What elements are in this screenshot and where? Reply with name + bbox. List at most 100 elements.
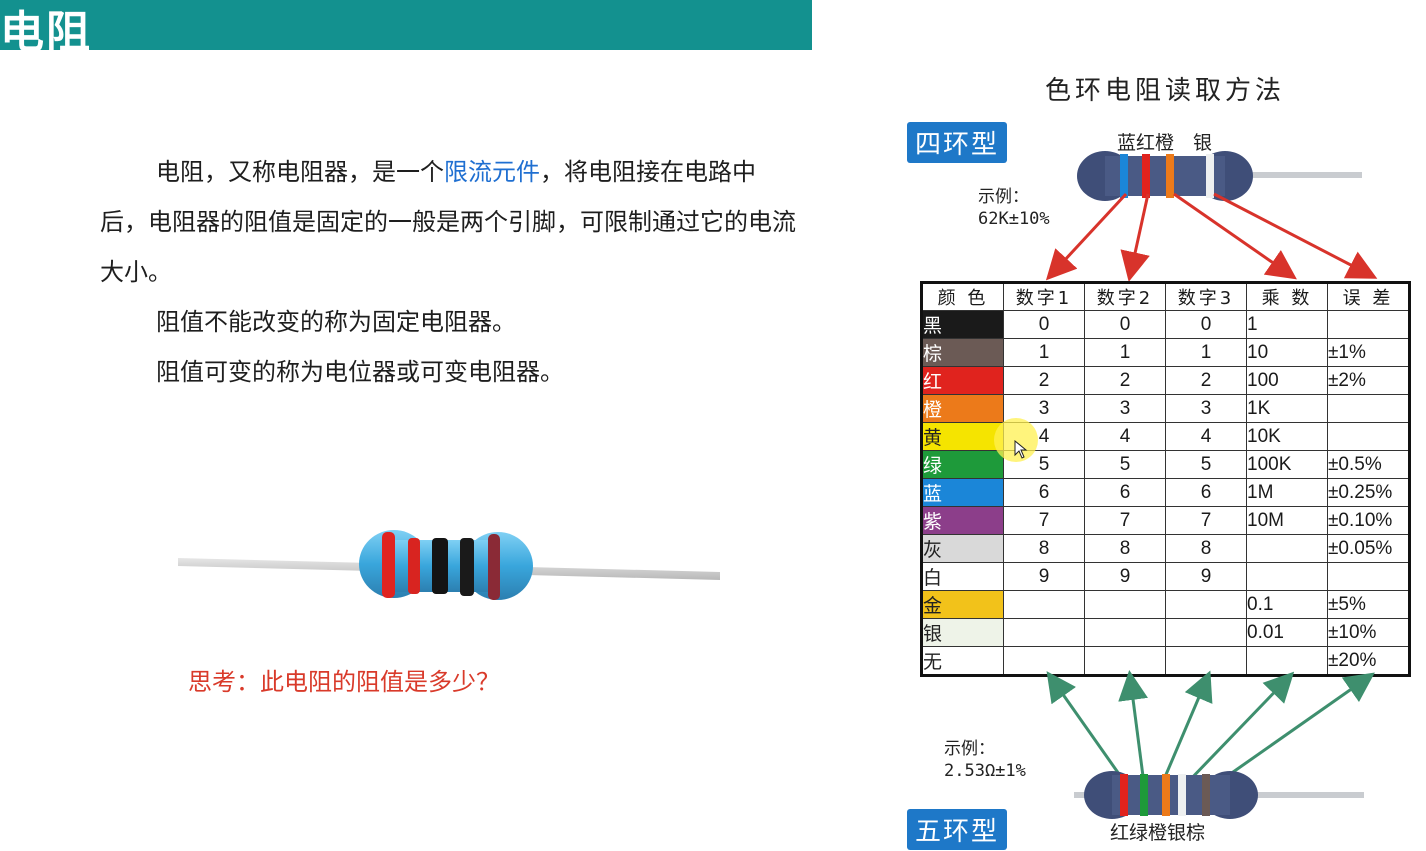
table-header-row: 颜 色 数字1 数字2 数字3 乘 数 误 差: [921, 281, 1410, 312]
variable-resistor-text: 阻值可变的称为电位器或可变电阻器。: [156, 358, 564, 386]
question-text: 思考：此电阻的阻值是多少？: [188, 668, 500, 696]
color-swatch-cell: 白: [921, 562, 1004, 592]
five-band-colors-label: 红绿橙银棕: [1110, 822, 1206, 844]
five-band-example-label: 示例：: [944, 739, 995, 759]
four-band-example: 示例： 62K±10%: [978, 186, 1050, 230]
multiplier-cell: 10: [1246, 338, 1328, 368]
intro-text-b: ，将电阻接在电路中后，电阻器的阻值是固定的一般是两个引脚，可限制通过它的电流大小…: [100, 158, 796, 286]
digit-2-cell: 0: [1084, 310, 1166, 340]
five-band-arrows: [1046, 670, 1375, 786]
band-3: [432, 538, 448, 594]
intro-link-text: 限流元件: [444, 158, 540, 186]
multiplier-cell: 100: [1246, 366, 1328, 396]
color-swatch-cell: 无: [921, 646, 1004, 677]
title-bar: 电阻: [0, 0, 812, 58]
four-band-badge: 四环型: [907, 122, 1008, 163]
digit-1-cell: 7: [1003, 506, 1085, 536]
tolerance-cell: ±1%: [1327, 338, 1410, 368]
color-swatch-cell: 金: [921, 590, 1004, 620]
four-band-arrows: [1045, 192, 1378, 282]
digit-3-cell: 1: [1165, 338, 1247, 368]
color-swatch-cell: 蓝: [921, 478, 1004, 508]
color-swatch-cell: 红: [921, 366, 1004, 396]
digit-3-cell: 3: [1165, 394, 1247, 424]
tolerance-cell: ±0.5%: [1327, 450, 1410, 480]
digit-1-cell: 8: [1003, 534, 1085, 564]
mouse-cursor-icon: [1014, 440, 1028, 459]
tolerance-cell: ±0.05%: [1327, 534, 1410, 564]
digit-3-cell: 4: [1165, 422, 1247, 452]
tolerance-cell: ±0.25%: [1327, 478, 1410, 508]
tolerance-cell: [1327, 310, 1410, 340]
color-swatch-cell: 银: [921, 618, 1004, 648]
digit-1-cell: 0: [1003, 310, 1085, 340]
five-band-resistor: [1074, 771, 1364, 819]
tolerance-cell: ±5%: [1327, 590, 1410, 620]
multiplier-cell: 1M: [1246, 478, 1328, 508]
digit-1-cell: [1003, 590, 1085, 620]
digit-3-cell: 0: [1165, 310, 1247, 340]
tolerance-cell: ±20%: [1327, 646, 1410, 677]
tolerance-cell: ±2%: [1327, 366, 1410, 396]
slide-title: 电阻: [0, 7, 92, 58]
digit-3-cell: 2: [1165, 366, 1247, 396]
tolerance-cell: ±0.10%: [1327, 506, 1410, 536]
multiplier-cell: [1246, 534, 1328, 564]
header-digit-3: 数字3: [1165, 281, 1247, 312]
digit-2-cell: 6: [1084, 478, 1166, 508]
digit-1-cell: 9: [1003, 562, 1085, 592]
digit-2-cell: 9: [1084, 562, 1166, 592]
digit-2-cell: 5: [1084, 450, 1166, 480]
band-5: [488, 534, 500, 600]
five-band-example: 示例： 2.53Ω±1%: [944, 738, 1026, 782]
five-band-example-value: 2.53Ω±1%: [944, 761, 1026, 781]
multiplier-cell: 10M: [1246, 506, 1328, 536]
digit-2-cell: [1084, 590, 1166, 620]
four-band-example-label: 示例：: [978, 187, 1029, 207]
header-color: 颜 色: [921, 281, 1004, 312]
digit-2-cell: 7: [1084, 506, 1166, 536]
digit-2-cell: [1084, 618, 1166, 648]
band-1: [382, 532, 395, 598]
tolerance-cell: [1327, 422, 1410, 452]
multiplier-cell: 100K: [1246, 450, 1328, 480]
intro-paragraph: 电阻，又称电阻器，是一个限流元件，将电阻接在电路中后，电阻器的阻值是固定的一般是…: [100, 147, 800, 297]
digit-3-cell: 5: [1165, 450, 1247, 480]
five-band-badge: 五环型: [907, 809, 1008, 850]
multiplier-cell: 1: [1246, 310, 1328, 340]
multiplier-cell: 1K: [1246, 394, 1328, 424]
multiplier-cell: [1246, 562, 1328, 592]
resistor-illustration: [178, 530, 720, 600]
four-band-example-value: 62K±10%: [978, 209, 1050, 229]
tolerance-cell: [1327, 394, 1410, 424]
header-digit-2: 数字2: [1084, 281, 1166, 312]
color-swatch-cell: 紫: [921, 506, 1004, 536]
digit-3-cell: 9: [1165, 562, 1247, 592]
digit-1-cell: [1003, 646, 1085, 677]
digit-3-cell: 6: [1165, 478, 1247, 508]
digit-1-cell: 1: [1003, 338, 1085, 368]
digit-1-cell: 2: [1003, 366, 1085, 396]
fixed-resistor-text: 阻值不能改变的称为固定电阻器。: [156, 308, 516, 336]
resistor-body: [359, 530, 533, 600]
intro-text-a: 电阻，又称电阻器，是一个: [156, 158, 444, 186]
tolerance-cell: [1327, 562, 1410, 592]
diagram-title: 色环电阻读取方法: [1045, 76, 1286, 106]
digit-2-cell: 8: [1084, 534, 1166, 564]
band-4: [460, 538, 474, 596]
digit-1-cell: [1003, 618, 1085, 648]
color-swatch-cell: 黄: [921, 422, 1004, 452]
color-swatch-cell: 橙: [921, 394, 1004, 424]
multiplier-cell: 0.01: [1246, 618, 1328, 648]
digit-2-cell: 2: [1084, 366, 1166, 396]
